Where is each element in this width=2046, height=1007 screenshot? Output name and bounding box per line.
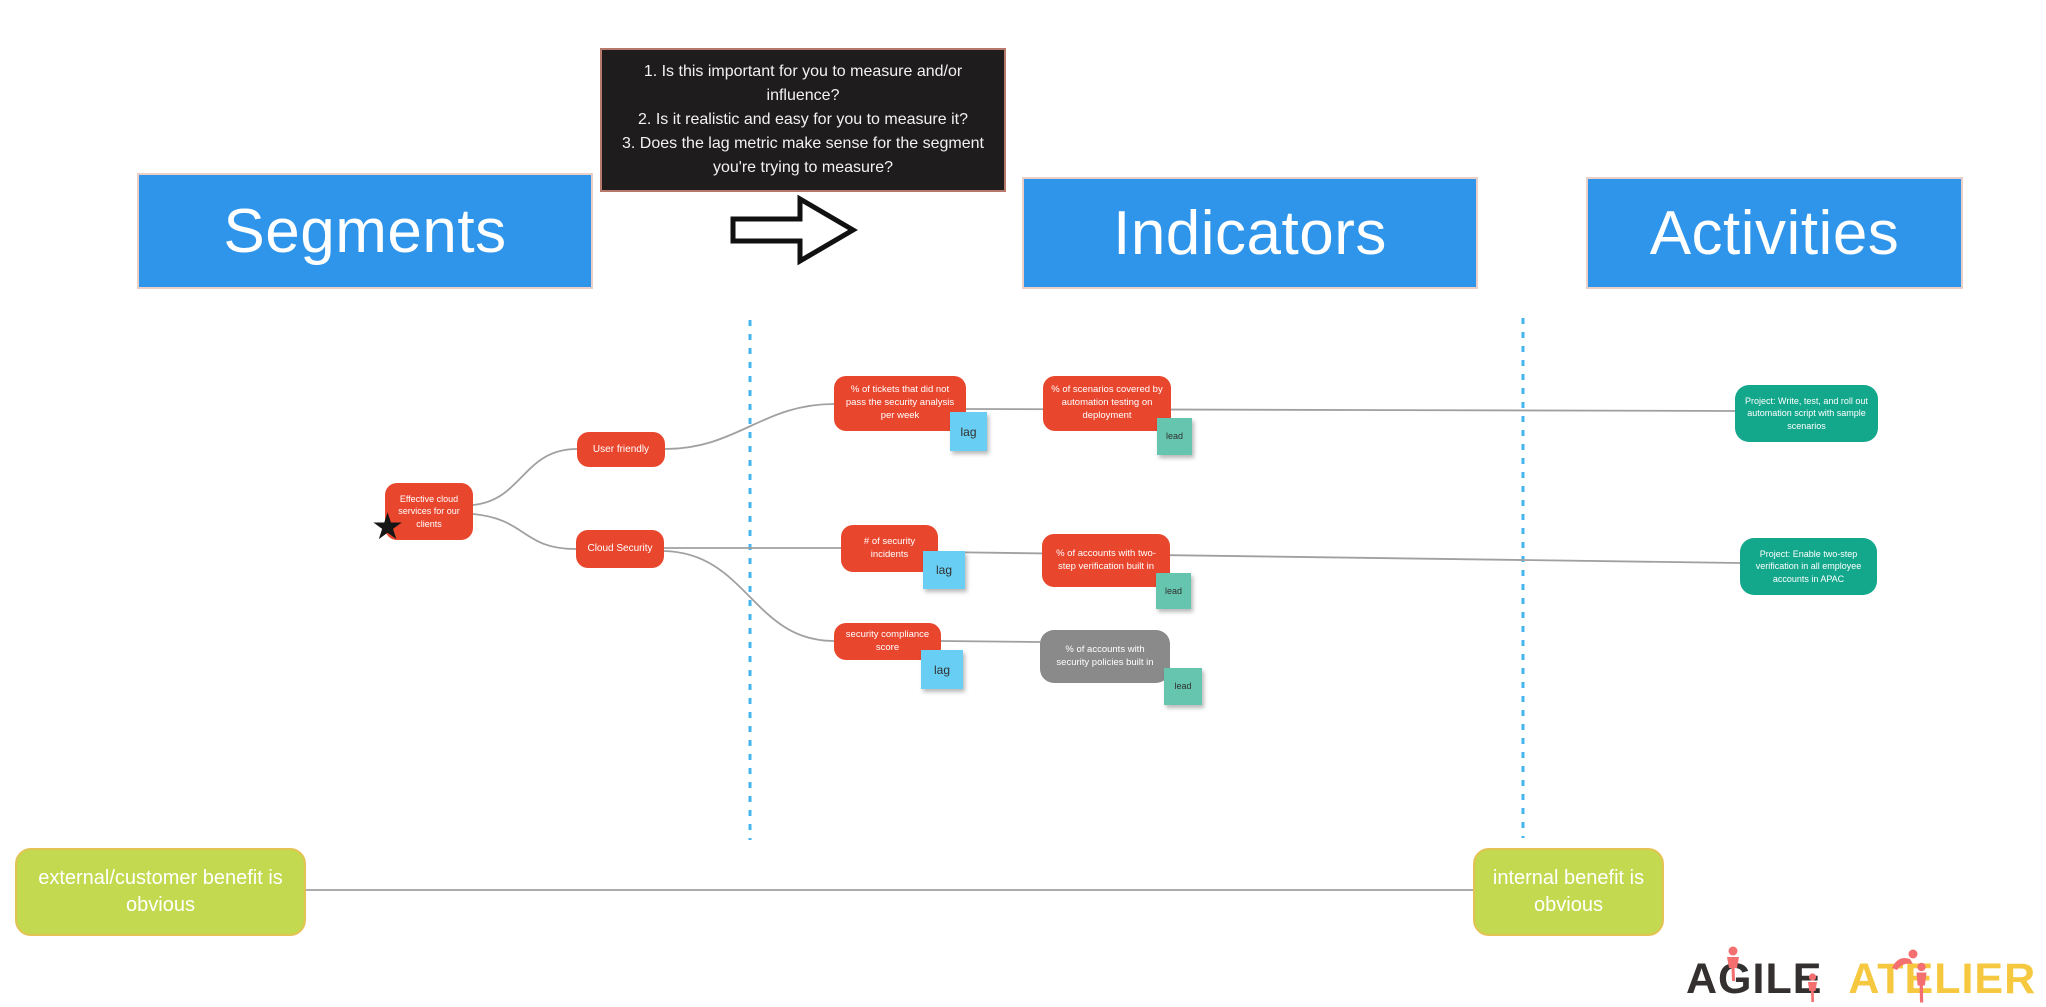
question-3: 3. Does the lag metric make sense for th…: [622, 135, 984, 176]
indicator-card-tickets: % of tickets that did not pass the secur…: [834, 376, 966, 431]
indicator-card-scenarios: % of scenarios covered by automation tes…: [1043, 376, 1171, 431]
indicator-card-incidents: # of security incidents: [841, 525, 938, 572]
benefit-card-external: external/customer benefit is obvious: [15, 848, 306, 936]
activity-card-automation: Project: Write, test, and roll out autom…: [1735, 385, 1878, 442]
segment-card-user-friendly: User friendly: [577, 432, 665, 467]
header-indicators: Indicators: [1022, 177, 1478, 289]
sticky-lag-compliance: lag: [921, 650, 963, 689]
connector-cloud-security-to-compliance: [663, 550, 835, 642]
benefit-card-internal: internal benefit is obvious: [1473, 848, 1664, 936]
indicator-card-policies: % of accounts with security policies bui…: [1040, 630, 1170, 683]
connector-goal-to-cloud-security: [472, 513, 577, 550]
header-activities: Activities: [1586, 177, 1963, 289]
goal-card: Effective cloud services for our clients: [385, 483, 473, 540]
question-1: 1. Is this important for you to measure …: [643, 63, 963, 104]
star-icon: ★: [371, 506, 405, 547]
logo-figure-standing-icon: [1727, 946, 1739, 981]
connector-compliance-to-policies: [940, 640, 1041, 643]
sticky-lead-policies: lead: [1164, 668, 1202, 705]
header-segments: Segments: [137, 173, 593, 289]
question-2: 2. Is it realistic and easy for you to m…: [638, 111, 968, 128]
logo-figure-climbing-icon: [1916, 962, 1927, 1003]
logo-word-agile: AGILE: [1686, 955, 1823, 1003]
segment-card-cloud-security: Cloud Security: [576, 530, 664, 568]
right-arrow-icon: [730, 194, 858, 266]
logo-figure-small-icon: [1808, 973, 1817, 1002]
connector-goal-to-user-friendly: [472, 448, 578, 506]
indicator-card-two-step: % of accounts with two-step verification…: [1042, 534, 1170, 587]
sticky-lead-two-step: lead: [1156, 573, 1191, 609]
sticky-lag-tickets: lag: [950, 412, 987, 451]
logo-figure-crouching-icon: [1892, 949, 1918, 970]
activity-card-two-step-apac: Project: Enable two-step verification in…: [1740, 538, 1877, 595]
sticky-lag-incidents: lag: [923, 551, 965, 589]
connector-user-friendly-to-tickets: [664, 403, 835, 450]
agile-atelier-logo: AGILE ATELIER: [1686, 958, 2036, 1001]
questions-box: 1. Is this important for you to measure …: [600, 48, 1006, 192]
logo-word-atelier: ATELIER: [1848, 955, 2037, 1003]
sticky-lead-scenarios: lead: [1157, 418, 1192, 455]
